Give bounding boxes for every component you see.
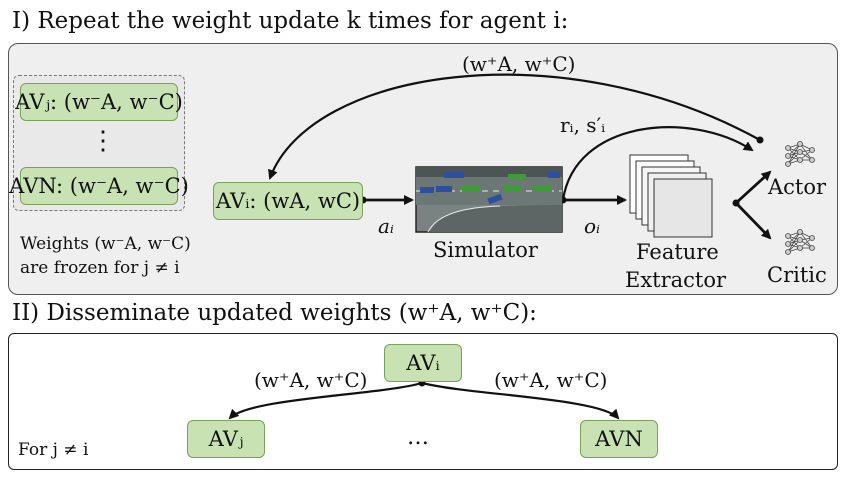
agent-i-node: AVᵢ: (wA, wC) <box>213 182 363 220</box>
step2-title: II) Disseminate updated weights (w⁺A, w⁺… <box>12 300 537 326</box>
agent-j-frozen-node: AVⱼ: (w⁻A, w⁻C) <box>15 83 183 121</box>
simulator-image <box>415 166 563 233</box>
frozen-note-line1: Weights (w⁻A, w⁻C) <box>20 234 191 254</box>
frozen-note-line2: are frozen for j ≠ i <box>20 258 180 278</box>
observation-label: oᵢ <box>584 214 601 238</box>
to-agent-n-arrow <box>421 381 620 420</box>
right-weights-label: (w⁺A, w⁺C) <box>494 368 608 392</box>
step1-title: I) Repeat the weight update k times for … <box>12 8 569 34</box>
critic-label: Critic <box>767 263 827 287</box>
reward-state-arrow <box>561 126 754 201</box>
feature-extractor-label-line1: Feature <box>636 240 719 264</box>
source-agent-node: AVᵢ <box>384 344 462 382</box>
target-agent-n-node: AVN <box>580 420 658 458</box>
actor-label: Actor <box>768 175 827 199</box>
left-weights-label: (w⁺A, w⁺C) <box>254 368 368 392</box>
to-actor-arrow <box>735 170 772 205</box>
action-label: aᵢ <box>378 214 394 238</box>
critic-network-icon <box>785 229 815 255</box>
actor-network-icon <box>785 141 815 167</box>
agent-n-frozen-node: AVN: (w⁻A, w⁻C) <box>9 167 189 205</box>
feedback-origin-dot <box>756 136 764 144</box>
condition-label: For j ≠ i <box>18 440 89 460</box>
horizontal-ellipsis: … <box>407 425 429 450</box>
feature-extractor-label-line2: Extractor <box>625 268 727 292</box>
feature-extractor-stack <box>629 154 713 238</box>
weight-feedback-arrow <box>268 73 761 180</box>
reward-state-label: rᵢ, s′ᵢ <box>560 113 606 137</box>
to-agent-j-arrow <box>228 381 423 420</box>
updated-weights-label: (w⁺A, w⁺C) <box>462 52 576 76</box>
to-critic-arrow <box>734 202 772 240</box>
vertical-ellipsis: ⋮ <box>90 126 116 156</box>
target-agent-j-node: AVⱼ <box>187 420 265 458</box>
simulator-label: Simulator <box>433 238 538 262</box>
